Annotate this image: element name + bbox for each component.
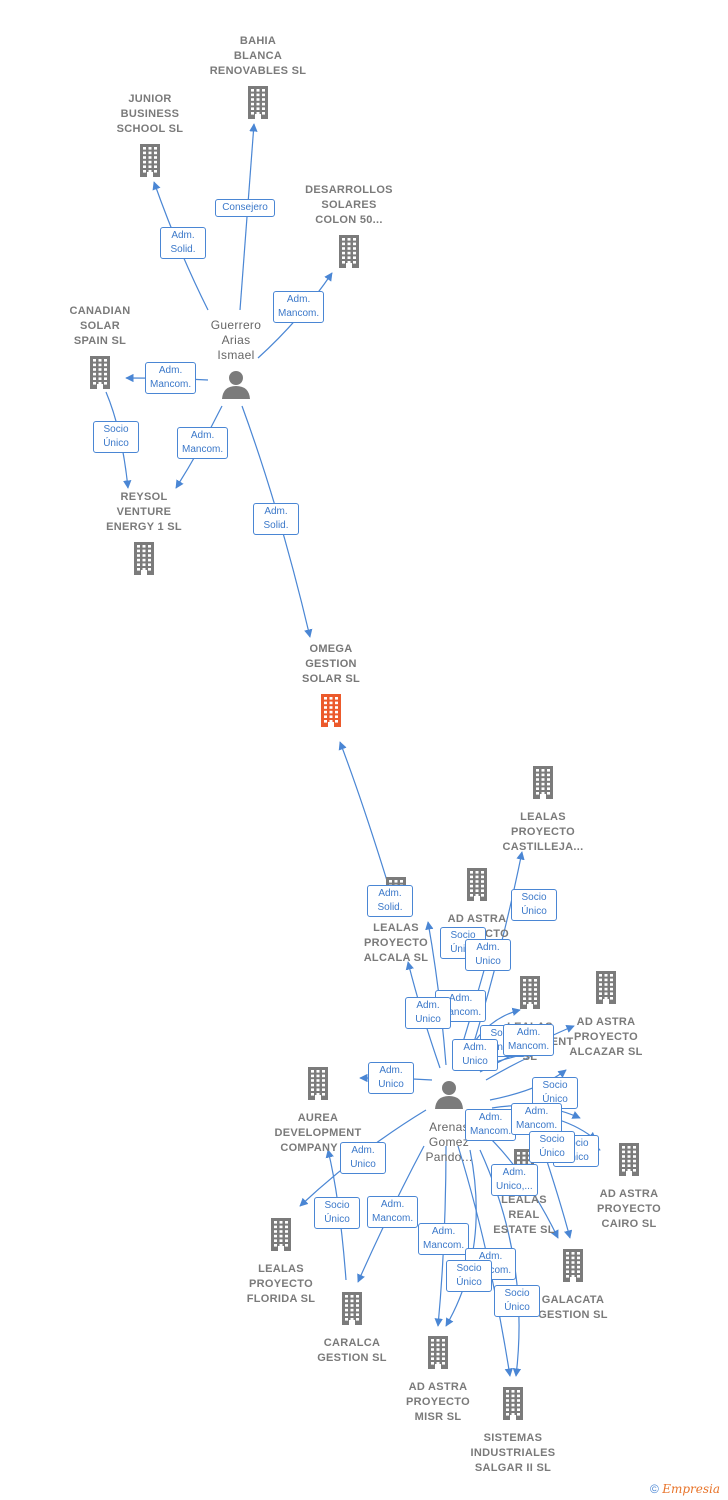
node-label: AD ASTRA PROYECTO CAIRO SL [597,1188,661,1230]
node-label: DESARROLLOS SOLARES COLON 50... [305,184,393,226]
node-label: LEALAS PROYECTO ALCALA SL [363,922,429,964]
building-icon [246,85,270,124]
company-node-caralca[interactable]: CARALCA GESTION SL [287,1291,417,1366]
building-icon [340,1291,364,1330]
copyright-symbol: © [650,1482,659,1496]
node-label: REYSOL VENTURE ENERGY 1 SL [106,491,182,533]
node-label: OMEGA GESTION SOLAR SL [301,643,360,685]
relation-label: Adm. Mancom. [503,1024,555,1056]
node-label: LEALAS PROYECTO FLORIDA SL [246,1263,316,1305]
relation-label: Socio Único [529,1131,575,1163]
building-icon [319,693,343,732]
building-icon [132,541,156,580]
relation-label: Socio Único [446,1260,492,1292]
building-icon [518,975,542,1014]
relation-label: Socio Único [494,1285,540,1317]
company-node-omega[interactable]: OMEGA GESTION SOLAR SL [266,642,396,732]
building-icon [269,1217,293,1256]
relation-label: Adm. Solid. [367,885,413,917]
building-icon [561,1248,585,1287]
company-node-cairo[interactable]: AD ASTRA PROYECTO CAIRO SL [564,1142,694,1232]
relation-label: Socio Único [314,1197,360,1229]
building-icon [88,355,112,394]
relation-label: Adm. Mancom. [418,1223,470,1255]
relation-label: Adm. Mancom. [367,1196,419,1228]
node-label: CANADIAN SOLAR SPAIN SL [69,305,131,347]
relation-label: Socio Único [511,889,557,921]
node-label: AD ASTRA PROYECTO ALCAZAR SL [569,1016,643,1058]
node-label: BAHIA BLANCA RENOVABLES SL [209,35,307,77]
relation-label: Adm. Unico [405,997,451,1029]
relation-label: Adm. Unico [452,1039,498,1071]
relation-label: Adm. Solid. [253,503,299,535]
building-icon [531,765,555,804]
node-label: GALACATA GESTION SL [538,1294,608,1321]
building-icon [138,143,162,182]
relation-label: Consejero [215,199,275,217]
building-icon [337,234,361,273]
node-label: Arenas Gomez Pando... [425,1120,473,1164]
relation-link [445,1149,477,1327]
company-node-desarrollos[interactable]: DESARROLLOS SOLARES COLON 50... [284,183,414,273]
relation-label: Adm. Mancom. [511,1103,563,1135]
person-icon [434,1079,464,1114]
node-label: LEALAS REAL ESTATE SL [493,1194,555,1236]
relation-link [239,123,258,311]
person-node-guerrero[interactable]: Guerrero Arias Ismael [171,318,301,404]
relation-label: Adm. Mancom. [177,427,229,459]
company-node-canadian[interactable]: CANADIAN SOLAR SPAIN SL [35,304,165,394]
building-icon [594,970,618,1009]
building-icon [426,1335,450,1374]
company-node-alcazar[interactable]: AD ASTRA PROYECTO ALCAZAR SL [541,970,671,1060]
building-icon [465,867,489,906]
node-label: LEALAS PROYECTO CASTILLEJA... [502,811,584,853]
relation-label: Adm. Unico [368,1062,414,1094]
node-label: CARALCA GESTION SL [317,1337,387,1364]
company-node-florida[interactable]: LEALAS PROYECTO FLORIDA SL [216,1217,346,1307]
company-node-galacata[interactable]: GALACATA GESTION SL [508,1248,638,1323]
company-node-sistemas[interactable]: SISTEMAS INDUSTRIALES SALGAR II SL [448,1386,578,1476]
building-icon [501,1386,525,1425]
company-node-bahia[interactable]: BAHIA BLANCA RENOVABLES SL [193,34,323,124]
node-label: SISTEMAS INDUSTRIALES SALGAR II SL [470,1432,556,1474]
company-node-junior[interactable]: JUNIOR BUSINESS SCHOOL SL [85,92,215,182]
person-node-arenas[interactable]: Arenas Gomez Pando... [384,1079,514,1165]
relation-label: Adm. Mancom. [465,1109,517,1141]
relation-label: Adm. Unico,... [491,1164,538,1196]
company-node-reysol[interactable]: REYSOL VENTURE ENERGY 1 SL [79,490,209,580]
company-node-castilleja[interactable]: LEALAS PROYECTO CASTILLEJA... [478,765,608,855]
node-label: Guerrero Arias Ismael [210,318,262,362]
relation-label: Adm. Unico [340,1142,386,1174]
building-icon [617,1142,641,1181]
relation-label: Adm. Mancom. [273,291,325,323]
brand-logo: Empresia [662,1482,720,1496]
relation-link [338,741,389,885]
node-label: AD ASTRA PROYECTO MISR SL [406,1381,470,1423]
person-icon [221,369,251,404]
company-node-astra1[interactable]: AD ASTRA PROYECTO [412,867,542,942]
relation-label: Adm. Solid. [160,227,206,259]
node-label: JUNIOR BUSINESS SCHOOL SL [116,93,184,135]
relation-label: Adm. Mancom. [145,362,197,394]
relation-label: Adm. Unico [465,939,511,971]
company-node-misr[interactable]: AD ASTRA PROYECTO MISR SL [373,1335,503,1425]
building-icon [306,1066,330,1105]
footer-brand: © Empresia [650,1482,720,1496]
relation-label: Socio Único [93,421,139,453]
